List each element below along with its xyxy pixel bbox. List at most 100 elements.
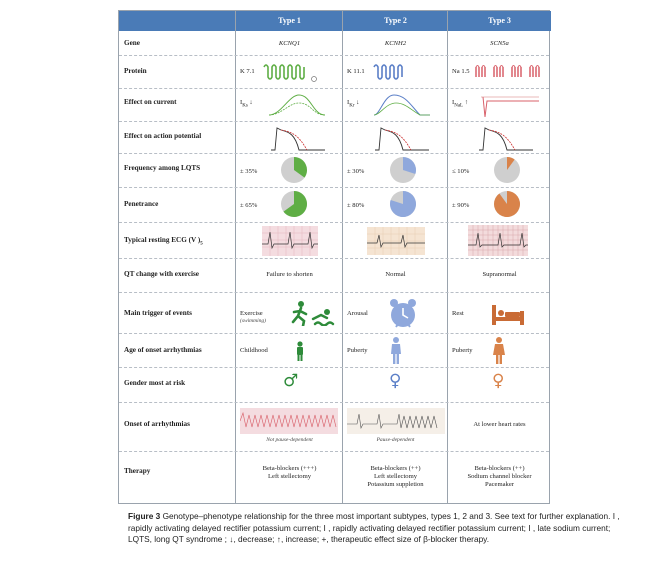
row-divider (119, 258, 549, 259)
protein-type2: K 11.1 (347, 68, 365, 75)
row-label-gender: Gender most at risk (124, 379, 186, 387)
current-sub: NaL (454, 103, 464, 109)
onset-type1: Not pause-dependent (266, 437, 313, 443)
row-divider (119, 333, 549, 334)
row-label-ecg: Typical resting ECG (V )5 (124, 236, 203, 247)
row-divider (119, 451, 549, 452)
row-divider (119, 367, 549, 368)
header-blank (119, 11, 236, 31)
current-type1: IKs ↓ (240, 99, 253, 109)
penetrance-pie-type2 (390, 191, 416, 217)
gene-type1: KCNQ1 (278, 40, 301, 47)
column-divider (235, 11, 236, 503)
female-symbol-icon: ♀ (492, 371, 505, 391)
row-divider (119, 292, 549, 293)
bed-icon (492, 305, 524, 325)
ecg-strip-icon (262, 226, 318, 256)
channel-protein-icon (263, 64, 317, 82)
header-type1: Type 1 (236, 11, 343, 31)
channel-protein-icon (475, 65, 540, 77)
figure-table: Type 1 Type 2 Type 3 Gene KCNQ1 KCNH2 SC… (118, 10, 551, 504)
arrhythmia-strip-icon (240, 408, 338, 434)
age-type3: Puberty (452, 347, 473, 354)
arrhythmia-strip-icon (347, 408, 445, 434)
ecg-strip-icon (468, 225, 528, 256)
male-symbol-icon: ♂ (283, 371, 299, 391)
frequency-pie-type1 (281, 157, 307, 183)
column-divider (447, 11, 448, 503)
onset-type2: Pause-dependent (376, 437, 415, 443)
header-type2: Type 2 (343, 11, 448, 31)
therapy-type1: Beta-blockers (+++) Left stellectomy (236, 465, 343, 481)
trigger-type2: Arousal (347, 310, 368, 317)
therapy-line: Sodium channel blocker (467, 472, 532, 480)
child-icon (297, 341, 303, 361)
trigger-type3: Rest (452, 310, 464, 317)
therapy-line: Beta-blockers (++) (474, 465, 525, 472)
therapy-line: Beta-blockers (++) (370, 465, 421, 472)
penetrance-type3: ± 90% (452, 202, 470, 209)
onset-type3: At lower heart rates (473, 421, 526, 428)
frequency-pie-type2 (390, 157, 416, 183)
row-divider (119, 121, 549, 122)
frequency-type1: ± 35% (240, 168, 258, 175)
therapy-line: Potassium suppletion (367, 480, 424, 488)
adolescent-icon (493, 337, 505, 364)
qt-type2: Normal (385, 271, 406, 278)
row-label-qt: QT change with exercise (124, 270, 199, 278)
penetrance-pie-type1 (281, 191, 307, 217)
gene-type3: SCN5a (490, 40, 509, 47)
row-label-onset: Onset of arrhythmias (124, 420, 190, 428)
female-symbol-icon: ♀ (389, 371, 402, 391)
penetrance-type2: ± 80% (347, 202, 365, 209)
ecg-label-text: Typical resting ECG (V ) (124, 236, 201, 244)
therapy-line: Left stellectomy (373, 472, 418, 480)
age-type2: Puberty (347, 347, 368, 354)
action-potential-icon (375, 127, 429, 151)
frequency-pie-type3 (494, 157, 520, 183)
caption-text: Genotype–phenotype relationship for the … (128, 511, 620, 545)
row-label-age: Age of onset arrhythmias (124, 346, 202, 354)
current-type3: INaL ↑ (452, 99, 469, 109)
row-label-current: Effect on current (124, 98, 177, 106)
row-divider (119, 187, 549, 188)
current-sub: Kr (349, 103, 355, 109)
row-divider (119, 153, 549, 154)
pie-slice (390, 191, 416, 217)
protein-type3: Na 1.5 (452, 68, 470, 75)
current-sub: Ks (242, 103, 248, 109)
row-divider (119, 55, 549, 56)
pie-slice (494, 191, 520, 217)
therapy-line: Pacemaker (485, 480, 514, 488)
row-divider (119, 402, 549, 403)
penetrance-type1: ± 65% (240, 202, 258, 209)
current-trace-icon (268, 94, 326, 116)
gene-type2: KCNH2 (384, 40, 407, 47)
row-label-ap: Effect on action potential (124, 132, 202, 140)
adolescent-icon (391, 337, 401, 364)
alarm-clock-icon (390, 299, 416, 328)
header-type3: Type 3 (448, 11, 551, 31)
row-label-frequency: Frequency among LQTS (124, 164, 201, 172)
frequency-type2: ± 30% (347, 168, 365, 175)
penetrance-pie-type3 (494, 191, 520, 217)
qt-type3: Supranormal (482, 271, 517, 278)
row-divider (119, 88, 549, 89)
trigger-type1: Exercise (swimming) (240, 310, 266, 325)
row-label-gene: Gene (124, 39, 140, 47)
pie-slice (283, 191, 307, 217)
therapy-type2: Beta-blockers (++) Left stellectomy Pota… (343, 465, 448, 489)
therapy-line: Left stellectomy (267, 472, 312, 480)
row-label-trigger: Main trigger of events (124, 309, 192, 317)
action-potential-icon (479, 127, 533, 151)
current-trace-icon (373, 94, 430, 116)
row-label-protein: Protein (124, 67, 147, 75)
pie-slice (507, 157, 515, 170)
current-type2: IKr ↓ (347, 99, 360, 109)
protein-type1: K 7.1 (240, 68, 255, 75)
figure-caption: Figure 3 Genotype–phenotype relationship… (128, 511, 628, 546)
ecg-lead-sub: 5 (200, 241, 203, 247)
row-label-therapy: Therapy (124, 467, 151, 475)
ecg-strip-icon (367, 227, 425, 255)
pie-slice (294, 157, 307, 178)
